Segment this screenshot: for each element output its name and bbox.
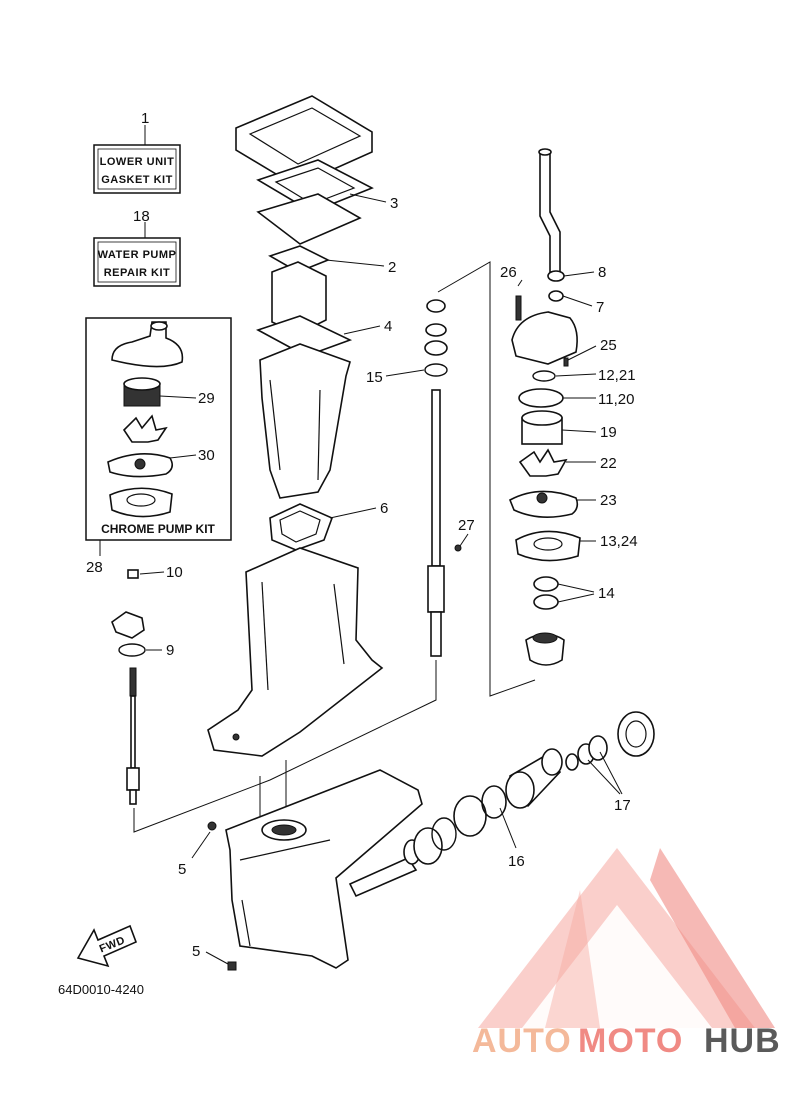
callout-29: 29 — [198, 390, 215, 407]
lower-unit-kit-line2: GASKET KIT — [101, 174, 173, 186]
callout-7: 7 — [596, 299, 604, 316]
lower-gearcase — [207, 769, 423, 971]
part-code: 64D0010-4240 — [58, 982, 144, 997]
callout-26: 26 — [500, 264, 517, 281]
water-pump-kit-line2: REPAIR KIT — [104, 267, 171, 279]
lower-unit-kit-line1: LOWER UNIT — [100, 156, 175, 168]
callout-2: 2 — [388, 259, 396, 276]
upper-casing-assembly — [235, 95, 374, 551]
callout-1: 1 — [141, 110, 149, 127]
callout-22: 22 — [600, 455, 617, 472]
propshaft-bearing-assembly — [348, 711, 655, 898]
callout-30: 30 — [198, 447, 215, 464]
watermark-auto: AUTO — [472, 1022, 572, 1060]
callout-6: 6 — [380, 500, 388, 517]
callout-27: 27 — [458, 517, 475, 534]
driveshaft-assembly — [424, 299, 462, 657]
callout-23: 23 — [600, 492, 617, 509]
midsection-housing — [207, 547, 384, 757]
watermark-hub: HUB — [704, 1022, 781, 1060]
chrome-pump-kit-label: CHROME PUMP KIT — [101, 522, 215, 536]
callout-15: 15 — [366, 369, 383, 386]
callout-13-24: 13,24 — [600, 533, 638, 550]
callout-28: 28 — [86, 559, 103, 576]
callout-17: 17 — [614, 797, 631, 814]
callout-4: 4 — [384, 318, 392, 335]
chrome-pump-kit-box: CHROME PUMP KIT — [85, 317, 232, 541]
water-pump-kit-line1: WATER PUMP — [98, 249, 177, 261]
callout-5-lower: 5 — [192, 943, 200, 960]
callout-10: 10 — [166, 564, 183, 581]
watermark-moto: MOTO — [578, 1022, 683, 1060]
callout-3: 3 — [390, 195, 398, 212]
fwd-arrow: FWD — [76, 924, 138, 968]
shift-rod-assembly — [111, 569, 146, 805]
callout-14: 14 — [598, 585, 615, 602]
callout-9: 9 — [166, 642, 174, 659]
callout-19: 19 — [600, 424, 617, 441]
callout-18: 18 — [133, 208, 150, 225]
callout-11-20: 11,20 — [598, 391, 634, 408]
callout-16: 16 — [508, 853, 525, 870]
water-pump-stack — [508, 148, 581, 666]
lower-unit-gasket-kit-box: LOWER UNIT GASKET KIT — [93, 144, 181, 194]
callout-12-21: 12,21 — [598, 367, 636, 384]
callout-8: 8 — [598, 264, 606, 281]
watermark-logo: AUTO MOTO HUB — [472, 848, 781, 1060]
water-pump-repair-kit-box: WATER PUMP REPAIR KIT — [93, 237, 181, 287]
callout-5-upper: 5 — [178, 861, 186, 878]
callout-25: 25 — [600, 337, 617, 354]
